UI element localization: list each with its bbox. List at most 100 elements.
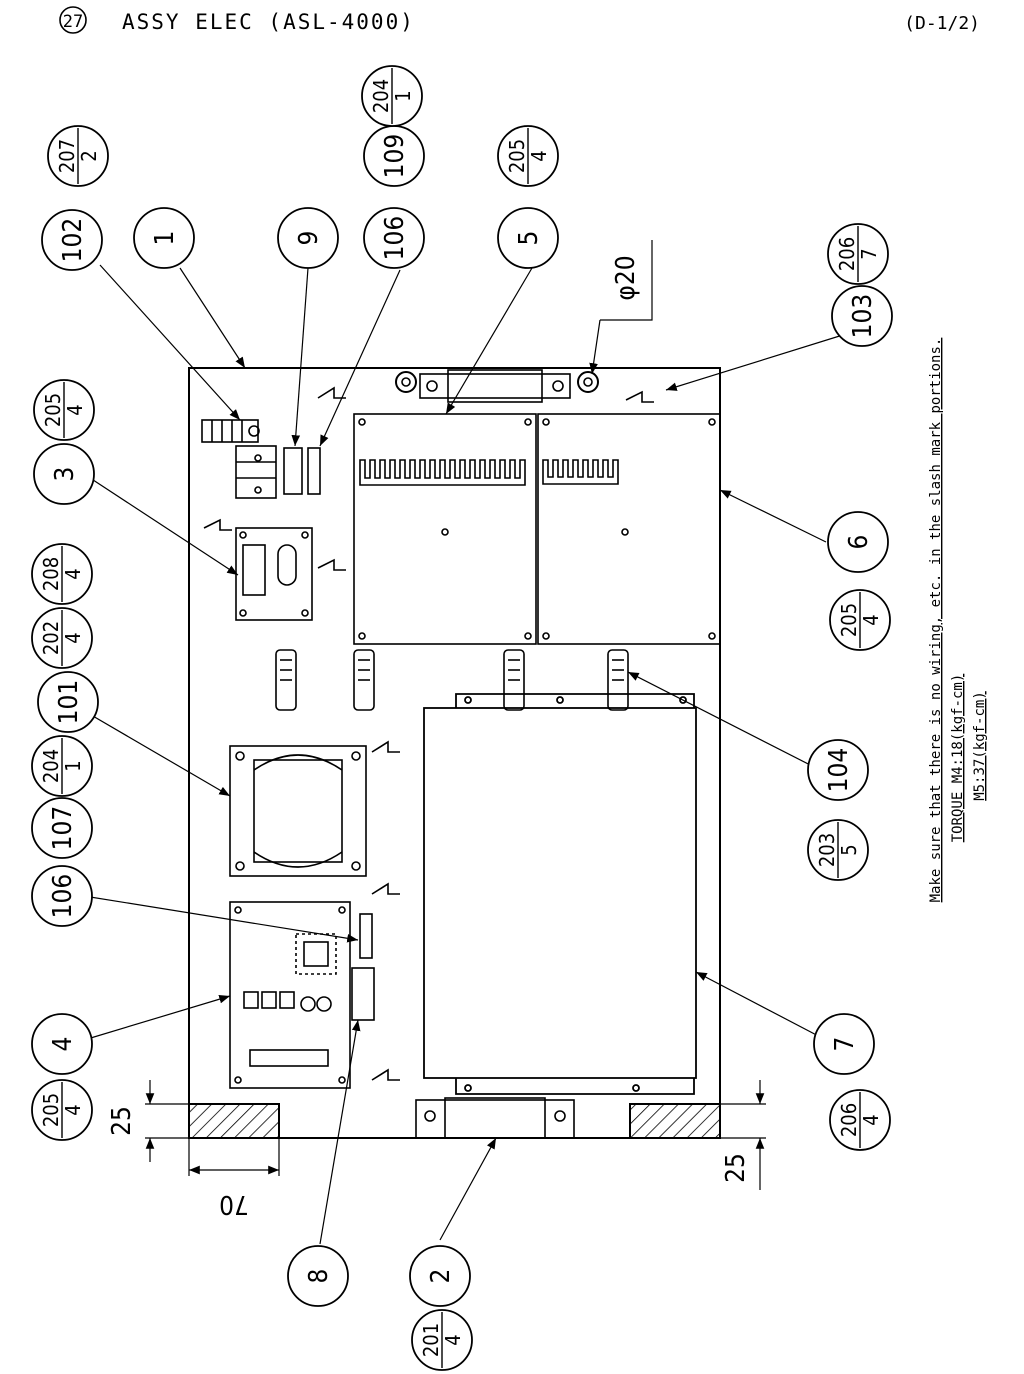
base-plate-outline	[188, 367, 721, 1139]
balloon-circle	[41, 209, 103, 271]
balloon-circle	[277, 207, 339, 269]
balloon-circle	[31, 865, 93, 927]
balloon-item-number: 204	[39, 749, 63, 783]
balloon-item-number: 206	[837, 1103, 861, 1137]
top-left-components	[201, 386, 654, 621]
balloon-circle	[31, 797, 93, 859]
item-balloon: 7	[813, 1013, 875, 1075]
balloon-number: 7	[830, 1037, 860, 1052]
no-wiring-zone-right	[629, 1103, 721, 1139]
balloon-quantity: 4	[61, 1104, 85, 1115]
section-number-circle	[59, 6, 87, 34]
transformer	[229, 740, 400, 1081]
balloon-number: 5	[514, 231, 544, 246]
no-wiring-zone-left	[188, 1103, 280, 1139]
dimension-70: 70	[219, 1189, 249, 1219]
balloon-item-number: 205	[505, 139, 529, 173]
balloon-number: 106	[380, 216, 410, 261]
item-balloon: 106	[31, 865, 93, 927]
item-balloon: 5	[497, 207, 559, 269]
item-balloon: 9	[277, 207, 339, 269]
balloon-quantity: 4	[61, 632, 85, 643]
item-balloon: 104	[807, 739, 869, 801]
balloon-number: 107	[48, 806, 78, 851]
balloon-quantity: 7	[857, 248, 881, 259]
balloon-item-number: 109	[380, 134, 410, 179]
item-balloon: 101	[37, 671, 99, 733]
item-balloon: 2	[409, 1245, 471, 1307]
item-balloon: 6	[827, 511, 889, 573]
item-balloon: 3	[33, 443, 95, 505]
balloon-item-number: 208	[39, 557, 63, 591]
board-4	[229, 901, 375, 1089]
item-balloon: 1	[133, 207, 195, 269]
balloon-circle	[37, 671, 99, 733]
balloon-quantity: 1	[61, 760, 85, 771]
note-no-wiring: Make sure that there is no wiring, etc. …	[928, 338, 944, 903]
balloon-item-number: 204	[369, 79, 393, 113]
balloon-item-number: 205	[39, 1093, 63, 1127]
balloon-circle	[497, 207, 559, 269]
balloon-item-number: 205	[41, 393, 65, 427]
leader-lines	[83, 240, 847, 1245]
balloon-quantity: 1	[391, 90, 415, 101]
dimension-25-right: 25	[721, 1153, 751, 1183]
bottom-connector	[415, 1097, 575, 1139]
balloon-item-number: 205	[837, 603, 861, 637]
balloon-item-number: 201	[419, 1323, 443, 1357]
balloon-number: 106	[48, 874, 78, 919]
balloon-quantity: 4	[441, 1334, 465, 1345]
balloon-quantity: 5	[837, 844, 861, 855]
balloon-number: 1	[150, 231, 180, 246]
balloon-circle	[831, 285, 893, 347]
item-balloon: 4	[31, 1013, 93, 1075]
balloon-quantity: 4	[859, 1114, 883, 1125]
board-5	[353, 413, 537, 645]
balloon-quantity: 2	[77, 150, 101, 161]
balloon-circle	[33, 443, 95, 505]
balloon-circle	[287, 1245, 349, 1307]
balloon-number: 3	[50, 467, 80, 482]
board-6	[537, 413, 721, 645]
balloon-number: 8	[304, 1269, 334, 1284]
dimension-lines	[145, 1080, 766, 1190]
item-balloon: 102	[41, 209, 103, 271]
balloon-quantity: 4	[61, 568, 85, 579]
balloon-circle	[807, 739, 869, 801]
section-number: 27	[63, 12, 83, 32]
fraction-balloon: 109	[363, 125, 425, 187]
cable-clamps	[275, 649, 629, 711]
balloon-quantity: 4	[859, 614, 883, 625]
item-balloon: 8	[287, 1245, 349, 1307]
note-torque-m5: M5:37(kgf-cm)	[972, 691, 988, 801]
balloon-quantity: 4	[63, 404, 87, 415]
balloon-circle	[827, 511, 889, 573]
balloon-circle	[363, 207, 425, 269]
balloon-number: 104	[824, 748, 854, 793]
balloon-circle	[31, 1013, 93, 1075]
balloon-number: 102	[58, 218, 88, 263]
balloon-item-number: 207	[55, 139, 79, 173]
base-plate	[188, 367, 721, 1139]
dimension-25-left: 25	[107, 1106, 137, 1136]
item-balloon: 107	[31, 797, 93, 859]
sheet-number: (D-1/2)	[904, 13, 980, 34]
header: 27 ASSY ELEC (ASL-4000) (D-1/2)	[59, 6, 980, 34]
item-balloon: 106	[363, 207, 425, 269]
balloon-circle	[409, 1245, 471, 1307]
